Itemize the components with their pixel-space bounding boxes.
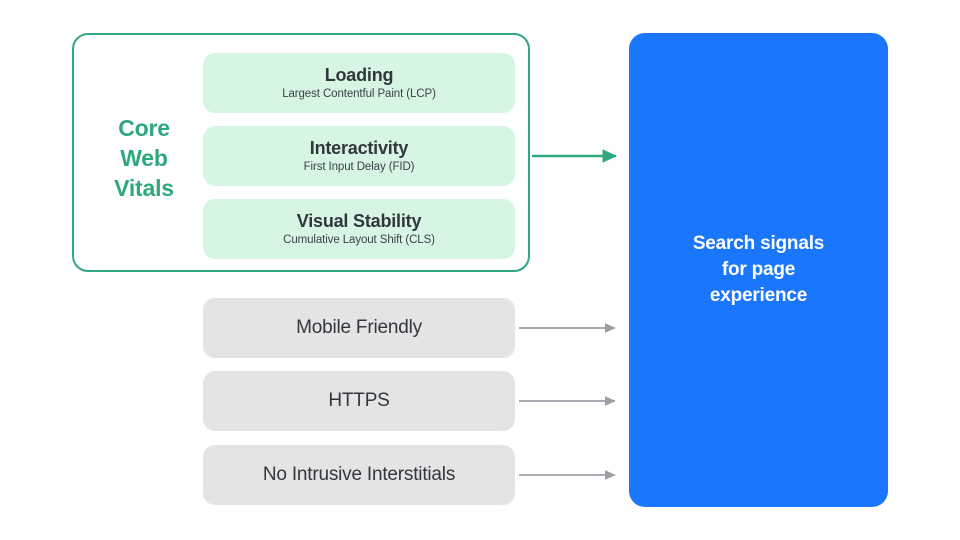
core-web-vitals-group xyxy=(72,33,530,272)
metric-title: Visual Stability xyxy=(296,211,422,231)
core-web-vitals-label: Core Web Vitals xyxy=(114,115,174,201)
metric-card-interactivity[interactable]: Interactivity First Input Delay (FID) xyxy=(203,126,515,186)
metric-card-loading[interactable]: Loading Largest Contentful Paint (LCP) xyxy=(203,53,515,113)
signal-label: No Intrusive Interstitials xyxy=(262,464,456,485)
metric-subtitle: Cumulative Layout Shift (CLS) xyxy=(283,234,435,246)
signal-mobile-friendly[interactable]: Mobile Friendly xyxy=(203,298,515,358)
metric-subtitle: Largest Contentful Paint (LCP) xyxy=(282,88,436,100)
metric-card-visual-stability[interactable]: Visual Stability Cumulative Layout Shift… xyxy=(203,199,515,259)
signal-no-intrusive-interstitials[interactable]: No Intrusive Interstitials xyxy=(203,445,515,505)
signal-https[interactable]: HTTPS xyxy=(203,371,515,431)
metric-subtitle: First Input Delay (FID) xyxy=(303,161,415,173)
metric-title: Interactivity xyxy=(309,138,409,158)
metric-title: Loading xyxy=(324,65,394,85)
search-signals-box: Search signals for page experience xyxy=(629,33,888,507)
signal-label: HTTPS xyxy=(328,390,390,411)
signal-label: Mobile Friendly xyxy=(296,317,422,338)
search-signals-text: Search signals for page experience xyxy=(692,233,825,306)
